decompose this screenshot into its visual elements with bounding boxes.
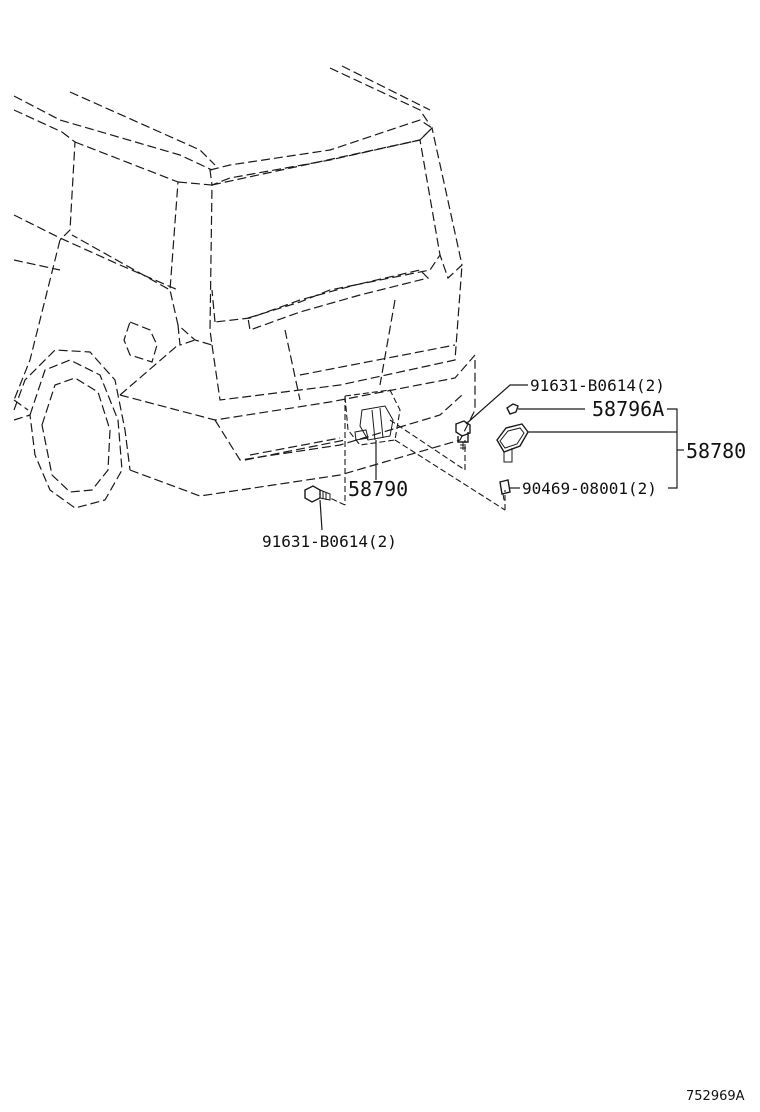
part-no-clip: 90469-08001(2) — [522, 479, 657, 498]
vehicle-outline — [13, 65, 476, 509]
part-no-bracket: 58790 — [348, 477, 408, 501]
part-no-lens: 58796A — [592, 397, 664, 421]
part-no-lamp-assembly: 58780 — [686, 439, 746, 463]
diagram-id: 752969A — [686, 1089, 745, 1104]
bolt-lower-icon — [304, 485, 331, 503]
lamp-housing-icon — [496, 423, 529, 463]
part-labels: 91631-B0614(2) 58796A 58780 90469-08001(… — [262, 376, 746, 1104]
leader-lines — [319, 384, 684, 531]
part-no-bolt-upper: 91631-B0614(2) — [530, 376, 665, 395]
part-no-bolt-lower: 91631-B0614(2) — [262, 532, 397, 551]
bolt-upper-icon — [455, 420, 471, 450]
lens-icon — [506, 403, 519, 415]
bracket-assembly-drawing — [329, 389, 506, 511]
clip-icon — [499, 479, 511, 501]
